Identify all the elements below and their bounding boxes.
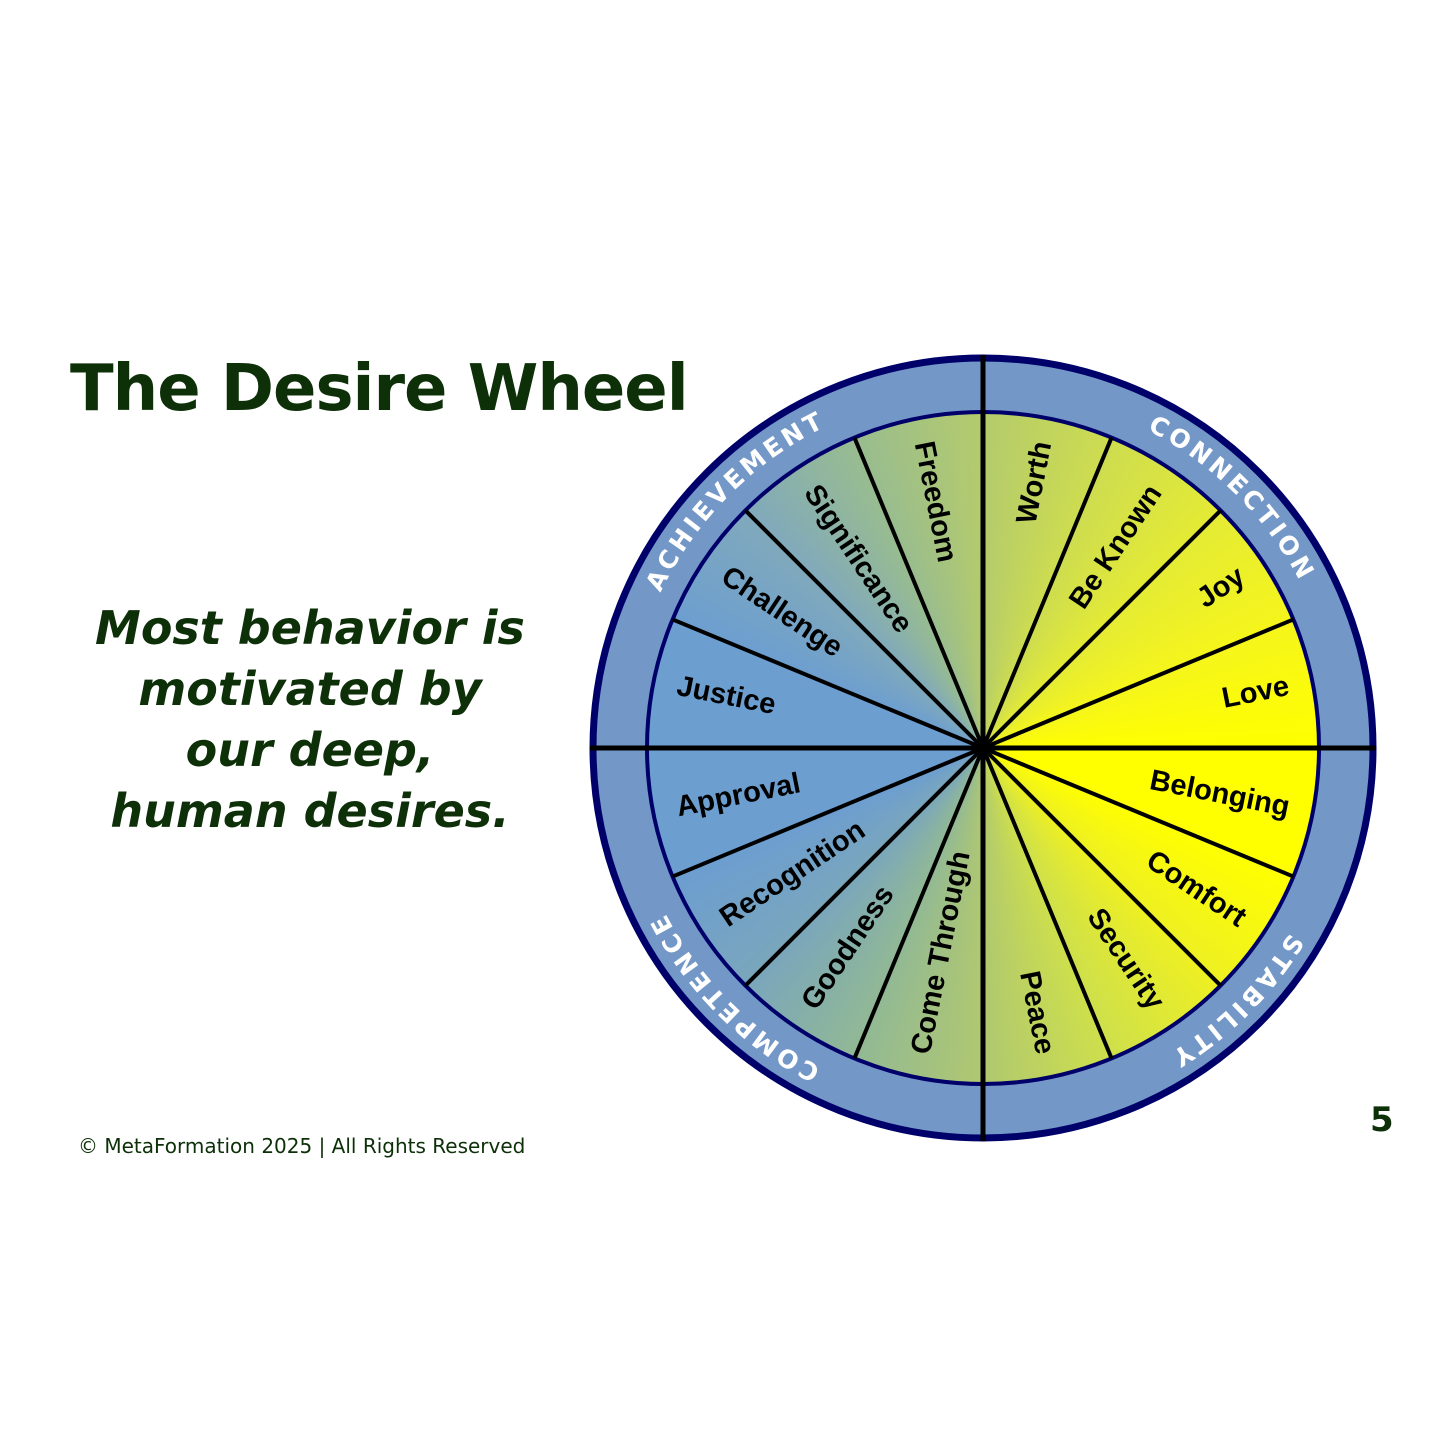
- copyright-footer: © MetaFormation 2025 | All Rights Reserv…: [78, 1134, 526, 1158]
- segment-divider: [743, 746, 985, 988]
- segment-divider: [981, 746, 1223, 988]
- segment-divider: [982, 746, 1295, 879]
- segment-divider: [981, 747, 1114, 1060]
- segment-divider: [671, 617, 984, 750]
- segment-divider: [671, 746, 984, 879]
- segment-divider: [981, 436, 1114, 749]
- segment-divider: [743, 508, 985, 750]
- segment-divider: [982, 617, 1295, 750]
- page-title: The Desire Wheel: [70, 352, 689, 426]
- segment-divider: [852, 436, 985, 749]
- tagline: Most behavior is motivated by our deep, …: [60, 598, 560, 842]
- segment-divider: [852, 747, 985, 1060]
- page-number: 5: [1370, 1100, 1394, 1140]
- segment-divider: [981, 508, 1223, 750]
- tagline-line: our deep,: [185, 723, 435, 777]
- tagline-line: human desires.: [110, 784, 510, 838]
- tagline-line: Most behavior is: [95, 601, 525, 655]
- tagline-line: motivated by: [138, 662, 482, 716]
